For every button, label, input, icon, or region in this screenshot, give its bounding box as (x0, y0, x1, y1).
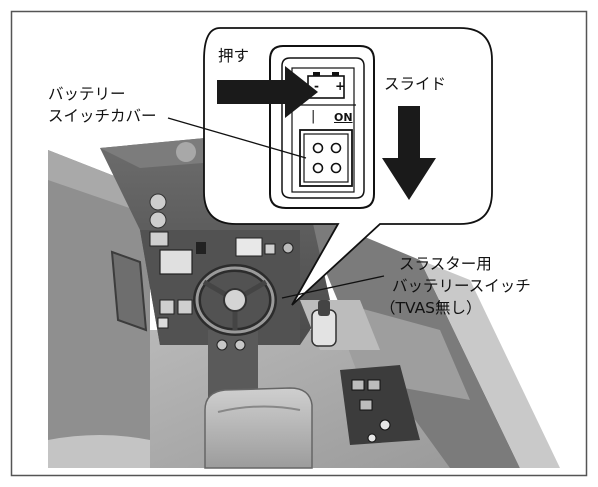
thruster-label-line2: バッテリースイッチ (392, 277, 531, 295)
slide-label: スライド (384, 75, 447, 93)
thruster-label-line1: スラスター用 (399, 255, 492, 273)
helm-seat (204, 387, 313, 469)
cover-leader-line (167, 117, 307, 159)
battery-symbol-text: - + (314, 79, 352, 93)
down-arrow-icon (382, 106, 436, 200)
thruster-leader-line (281, 275, 385, 299)
cover-label-line1: バッテリー (48, 85, 126, 103)
cover-label-line2: スイッチカバー (48, 107, 157, 125)
steering-wheel (193, 264, 277, 336)
off-mark: | (311, 109, 316, 124)
push-label: 押す (218, 47, 250, 65)
right-arrow-icon (217, 66, 318, 118)
thruster-label-line3: （TVAS無し） (380, 299, 482, 317)
boat-interior (48, 138, 560, 469)
on-label: ON (334, 111, 353, 124)
